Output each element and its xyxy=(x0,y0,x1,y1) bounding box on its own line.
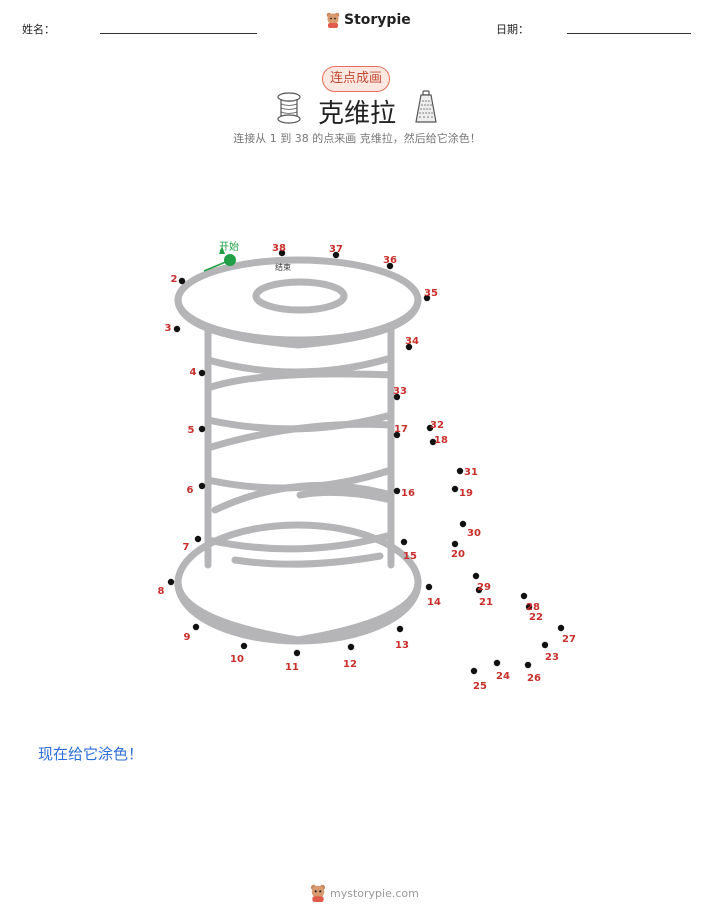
start-dot xyxy=(224,254,236,266)
dot-12 xyxy=(347,643,355,651)
dot-10 xyxy=(240,642,248,650)
dot-label-17: 17 xyxy=(394,424,408,435)
dot-3 xyxy=(173,325,181,333)
start-connector xyxy=(203,260,229,272)
dot-label-4: 4 xyxy=(190,367,197,378)
dot-26 xyxy=(524,661,532,669)
dot-16 xyxy=(393,487,401,495)
thread-spool-icon xyxy=(277,92,301,124)
footer: mystorypie.com xyxy=(310,884,419,902)
dot-21 xyxy=(475,586,483,594)
dot-label-9: 9 xyxy=(184,632,191,643)
dot-33 xyxy=(393,393,401,401)
dot-label-24: 24 xyxy=(496,671,510,682)
date-field[interactable] xyxy=(567,33,691,34)
dot-6 xyxy=(198,482,206,490)
dot-2 xyxy=(178,277,186,285)
activity-badge: 连点成画 xyxy=(322,66,390,92)
dot-label-5: 5 xyxy=(188,425,195,436)
dot-label-19: 19 xyxy=(459,488,473,499)
spool-outline xyxy=(174,256,422,645)
dot-label-6: 6 xyxy=(187,485,194,496)
dot-label-29: 29 xyxy=(477,582,491,593)
dot-label-13: 13 xyxy=(395,640,409,651)
dot-label-2: 2 xyxy=(171,274,178,285)
dot-11 xyxy=(293,649,301,657)
dot-19 xyxy=(451,485,459,493)
dot-label-31: 31 xyxy=(464,467,478,478)
dot-label-38: 38 xyxy=(272,243,286,254)
dot-23 xyxy=(541,641,549,649)
dot-30 xyxy=(459,520,467,528)
name-label: 姓名： xyxy=(22,23,55,36)
dot-label-10: 10 xyxy=(230,654,244,665)
page-title: 克维拉 xyxy=(317,99,396,129)
dot-31 xyxy=(456,467,464,475)
dot-label-26: 26 xyxy=(527,673,541,684)
dot-22 xyxy=(525,603,533,611)
dot-label-12: 12 xyxy=(343,659,357,670)
dot-17 xyxy=(393,431,401,439)
dot-5 xyxy=(198,425,206,433)
dot-label-33: 33 xyxy=(393,386,407,397)
dot-label-20: 20 xyxy=(451,549,465,560)
name-field[interactable] xyxy=(100,33,257,34)
cheese-grater-icon xyxy=(415,90,437,123)
dot-label-8: 8 xyxy=(158,586,165,597)
dot-38 xyxy=(278,249,286,257)
dot-label-14: 14 xyxy=(427,597,441,608)
dot-36 xyxy=(386,262,394,270)
dot-label-34: 34 xyxy=(405,336,419,347)
dot-28 xyxy=(520,592,528,600)
dot-24 xyxy=(493,659,501,667)
storypie-bear-logo-icon xyxy=(326,12,340,28)
storypie-bear-logo-icon xyxy=(310,884,326,902)
brand-logo: Storypie xyxy=(326,12,411,28)
date-label: 日期： xyxy=(496,23,529,36)
dot-label-3: 3 xyxy=(165,323,172,334)
brand-name: Storypie xyxy=(344,12,411,28)
instructions: 连接从 1 到 38 的点来画 克维拉，然后给它涂色！ xyxy=(233,132,481,145)
dot-18 xyxy=(429,438,437,446)
dot-13 xyxy=(396,625,404,633)
dot-label-23: 23 xyxy=(545,652,559,663)
dot-label-28: 28 xyxy=(526,602,540,613)
end-label: 结束 xyxy=(275,262,291,272)
dot-label-27: 27 xyxy=(562,634,576,645)
dot-label-22: 22 xyxy=(529,612,543,623)
dot-8 xyxy=(167,578,175,586)
dot-label-37: 37 xyxy=(329,244,343,255)
dot-label-36: 36 xyxy=(383,255,397,266)
dot-25 xyxy=(470,667,478,675)
dot-label-21: 21 xyxy=(479,597,493,608)
dot-14 xyxy=(425,583,433,591)
dot-7 xyxy=(194,535,202,543)
dot-29 xyxy=(472,572,480,580)
start-arrow-icon xyxy=(219,246,225,254)
dot-34 xyxy=(405,343,413,351)
start-label: 开始 xyxy=(219,240,239,253)
dot-label-30: 30 xyxy=(467,528,481,539)
dot-label-32: 32 xyxy=(430,420,444,431)
dot-20 xyxy=(451,540,459,548)
dot-label-7: 7 xyxy=(183,542,190,553)
dot-label-18: 18 xyxy=(434,435,448,446)
dot-label-25: 25 xyxy=(473,681,487,692)
color-prompt: 现在给它涂色！ xyxy=(38,745,144,763)
dot-label-16: 16 xyxy=(401,488,415,499)
dot-label-15: 15 xyxy=(403,551,417,562)
dot-35 xyxy=(423,294,431,302)
dot-32 xyxy=(426,424,434,432)
dot-label-11: 11 xyxy=(285,662,299,673)
dot-9 xyxy=(192,623,200,631)
dot-15 xyxy=(400,538,408,546)
dot-label-35: 35 xyxy=(424,288,438,299)
dot-37 xyxy=(332,251,340,259)
dot-4 xyxy=(198,369,206,377)
dot-27 xyxy=(557,624,565,632)
footer-site: mystorypie.com xyxy=(330,886,419,900)
